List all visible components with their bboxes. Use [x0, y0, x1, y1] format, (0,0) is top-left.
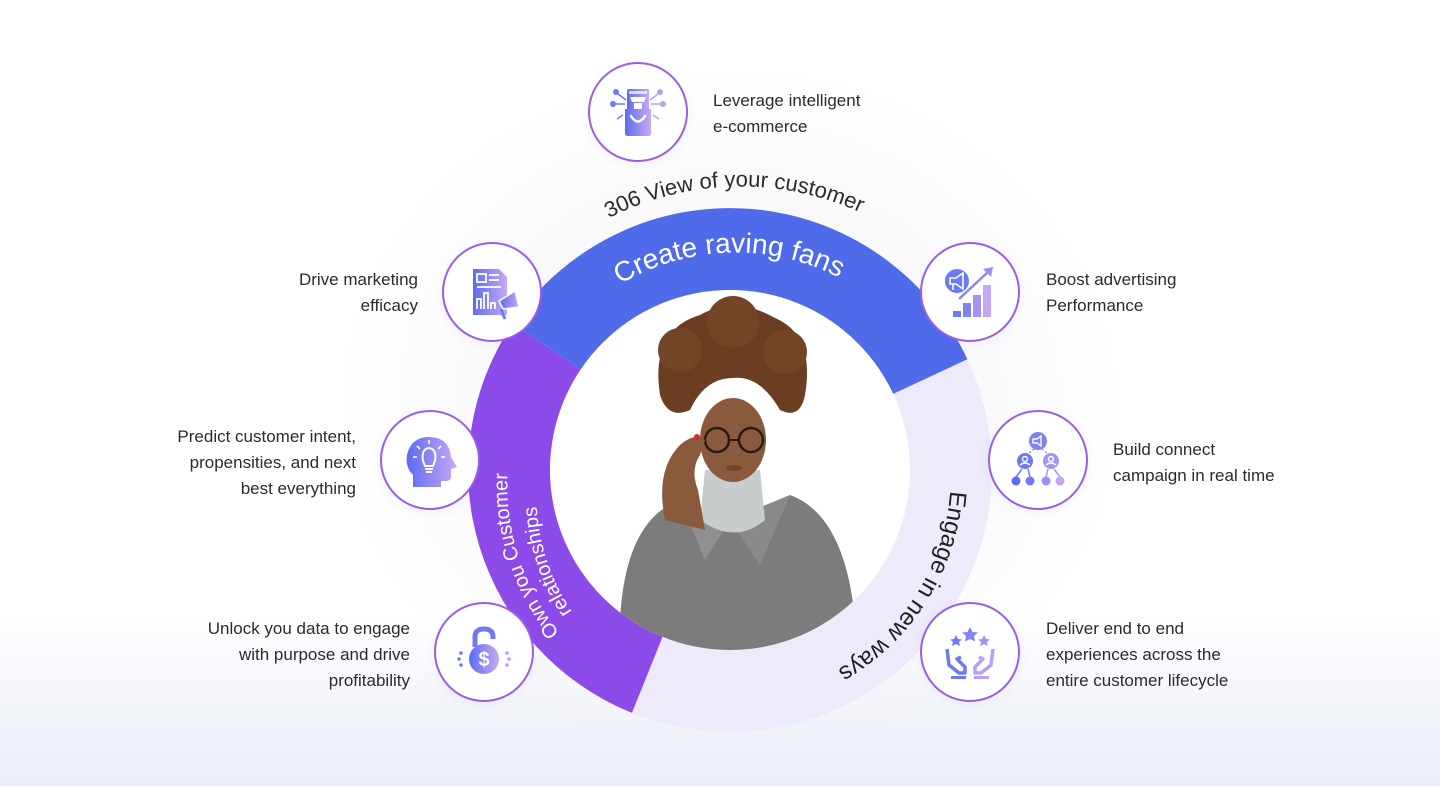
feature-label-unlock: Unlock you data to engage with purpose a…: [207, 619, 410, 690]
center-portrait: [615, 296, 860, 650]
feature-node-advertising[interactable]: [920, 242, 1020, 342]
hands-stars-icon: [945, 627, 995, 679]
ecommerce-store-icon: [610, 89, 666, 136]
feature-label-deliver: Deliver end to end experiences across th…: [1046, 619, 1229, 690]
feature-node-unlock[interactable]: $: [434, 602, 534, 702]
feature-label-ecommerce: Leverage intelligent e-commerce: [713, 91, 861, 136]
feature-label-advertising: Boost advertising Performance: [1046, 270, 1177, 315]
head-lightbulb-icon: [406, 437, 457, 487]
feature-label-marketing: Drive marketing efficacy: [298, 270, 418, 315]
feature-node-deliver[interactable]: [920, 602, 1020, 702]
svg-text:$: $: [478, 649, 489, 671]
feature-label-predict: Predict customer intent, propensities, a…: [177, 427, 356, 498]
feature-node-campaign[interactable]: [988, 410, 1088, 510]
ring-segment-engage: [631, 359, 992, 732]
campaign-network-icon: [1011, 432, 1065, 486]
advertising-growth-icon: [945, 267, 993, 317]
marketing-report-icon: [473, 269, 520, 320]
feature-node-marketing[interactable]: [442, 242, 542, 342]
feature-node-ecommerce[interactable]: [588, 62, 688, 162]
feature-node-predict[interactable]: [380, 410, 480, 510]
feature-label-campaign: Build connect campaign in real time: [1113, 440, 1275, 485]
ring-segment-create: [512, 208, 968, 394]
unlock-dollar-icon: $: [457, 626, 511, 674]
